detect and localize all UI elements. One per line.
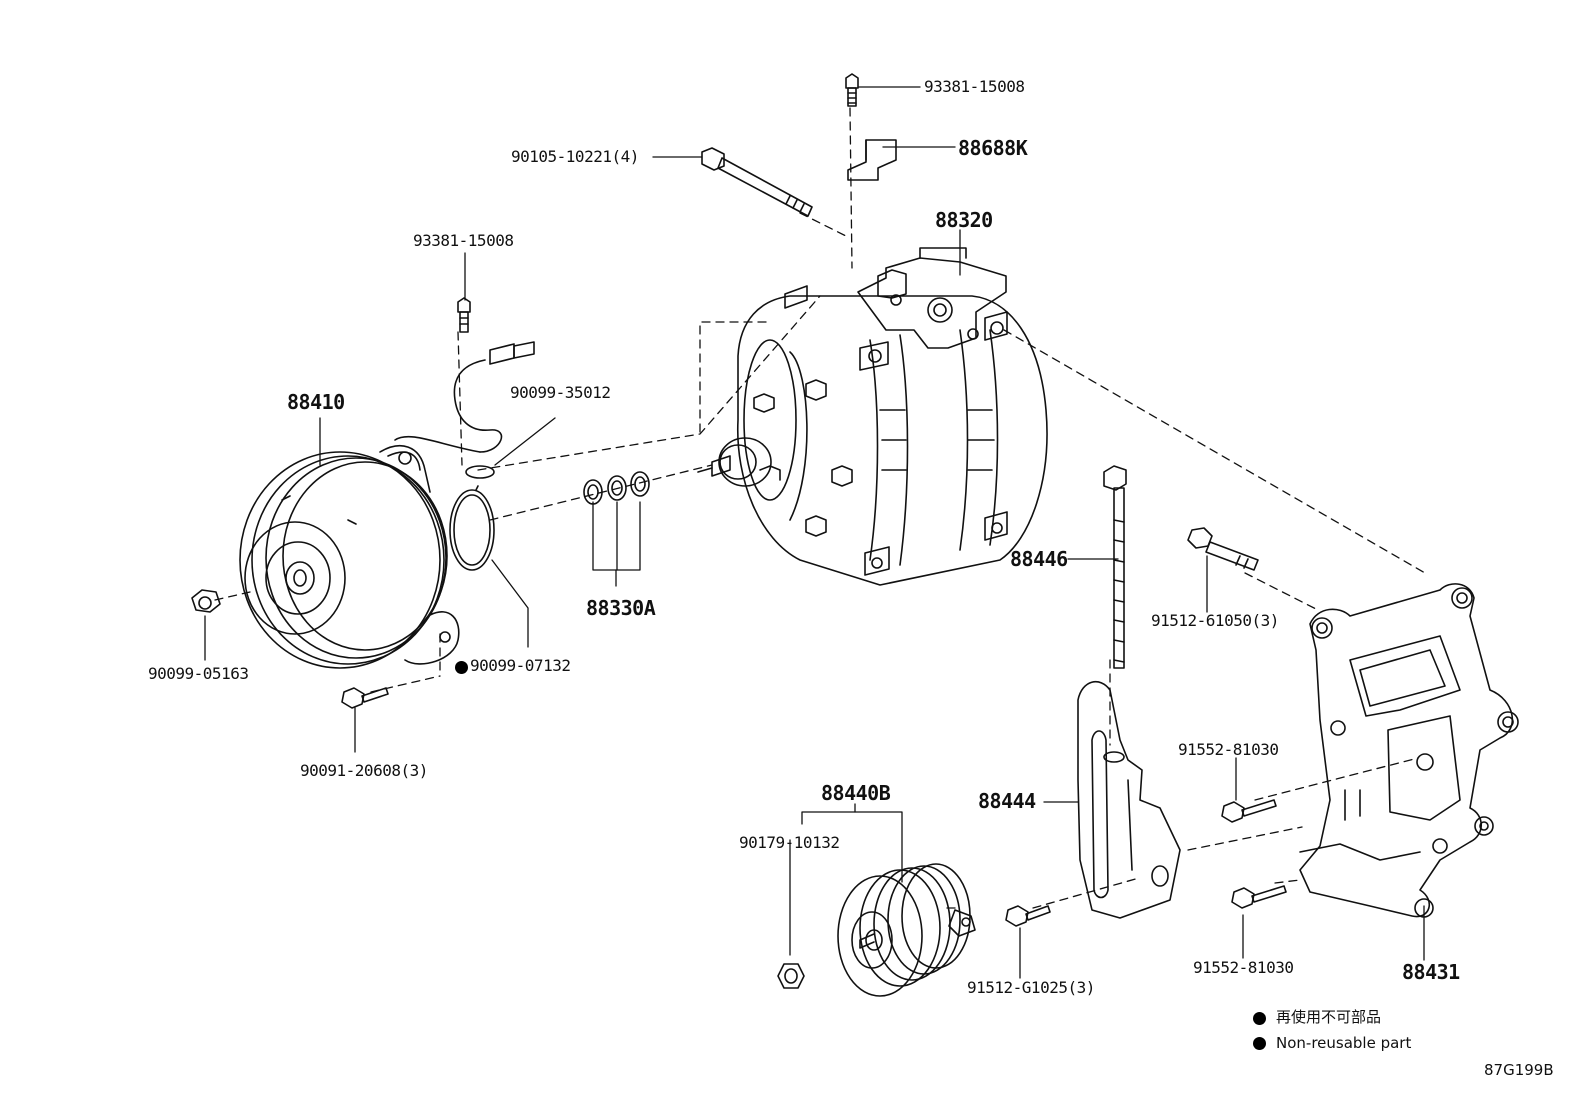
label-90099-07132: 90099-07132 <box>470 656 571 675</box>
idler-pulley-88440B <box>837 863 976 997</box>
label-88330A: 88330A <box>586 596 656 620</box>
legend-marker-icon-en <box>1253 1037 1266 1050</box>
bolt-90105 <box>701 147 813 217</box>
label-88446: 88446 <box>1010 547 1068 571</box>
label-91552-81030-lower: 91552-81030 <box>1193 958 1294 977</box>
label-88688K: 88688K <box>958 136 1028 160</box>
label-88444: 88444 <box>978 789 1036 813</box>
label-88440B: 88440B <box>821 781 891 805</box>
wire-harness <box>394 341 535 479</box>
bracket-88431 <box>1299 583 1519 918</box>
label-93381-15008-top: 93381-15008 <box>924 77 1025 96</box>
bolt-91512-61050 <box>1187 527 1259 571</box>
non-reusable-marker-icon <box>455 661 468 674</box>
label-88431: 88431 <box>1402 960 1460 984</box>
assembly-guide-lines <box>214 107 1426 909</box>
label-90179-10132: 90179-10132 <box>739 833 840 852</box>
bolt-91552-lower <box>1231 885 1287 909</box>
bolt-93381-left <box>457 297 471 333</box>
compressor-88320 <box>697 247 1048 586</box>
label-93381-15008-left: 93381-15008 <box>413 231 514 250</box>
label-90099-05163: 90099-05163 <box>148 664 249 683</box>
snap-ring-90099-07132 <box>449 485 495 571</box>
nut-90179-10132 <box>777 963 805 989</box>
label-91512-61050: 91512-61050(3) <box>1151 611 1279 630</box>
clutch-88410 <box>239 444 460 669</box>
bolt-93381-top <box>845 73 859 107</box>
legend-marker-icon-jp <box>1253 1012 1266 1025</box>
label-91552-81030-upper: 91552-81030 <box>1178 740 1279 759</box>
label-91512-G1025: 91512-G1025(3) <box>967 978 1095 997</box>
leader-lines <box>204 86 1425 979</box>
bolt-90091-20608 <box>341 687 389 709</box>
bolt-91552-upper <box>1221 799 1277 823</box>
bolt-88446 <box>1103 465 1127 669</box>
label-88410: 88410 <box>287 390 345 414</box>
label-90091-20608: 90091-20608(3) <box>300 761 428 780</box>
shims-88330A <box>583 471 650 505</box>
label-90105-10221: 90105-10221(4) <box>511 147 639 166</box>
nut-90099-05163 <box>191 589 221 613</box>
label-90099-35012: 90099-35012 <box>510 383 611 402</box>
bolt-91512-G1025 <box>1005 905 1051 927</box>
legend-english: Non-reusable part <box>1276 1034 1412 1052</box>
bracket-88688K <box>847 139 897 181</box>
label-88320: 88320 <box>935 208 993 232</box>
bracket-88444 <box>1077 680 1181 919</box>
legend-japanese: 再使用不可部品 <box>1276 1008 1382 1026</box>
diagram-code: 87G199B <box>1484 1061 1554 1079</box>
